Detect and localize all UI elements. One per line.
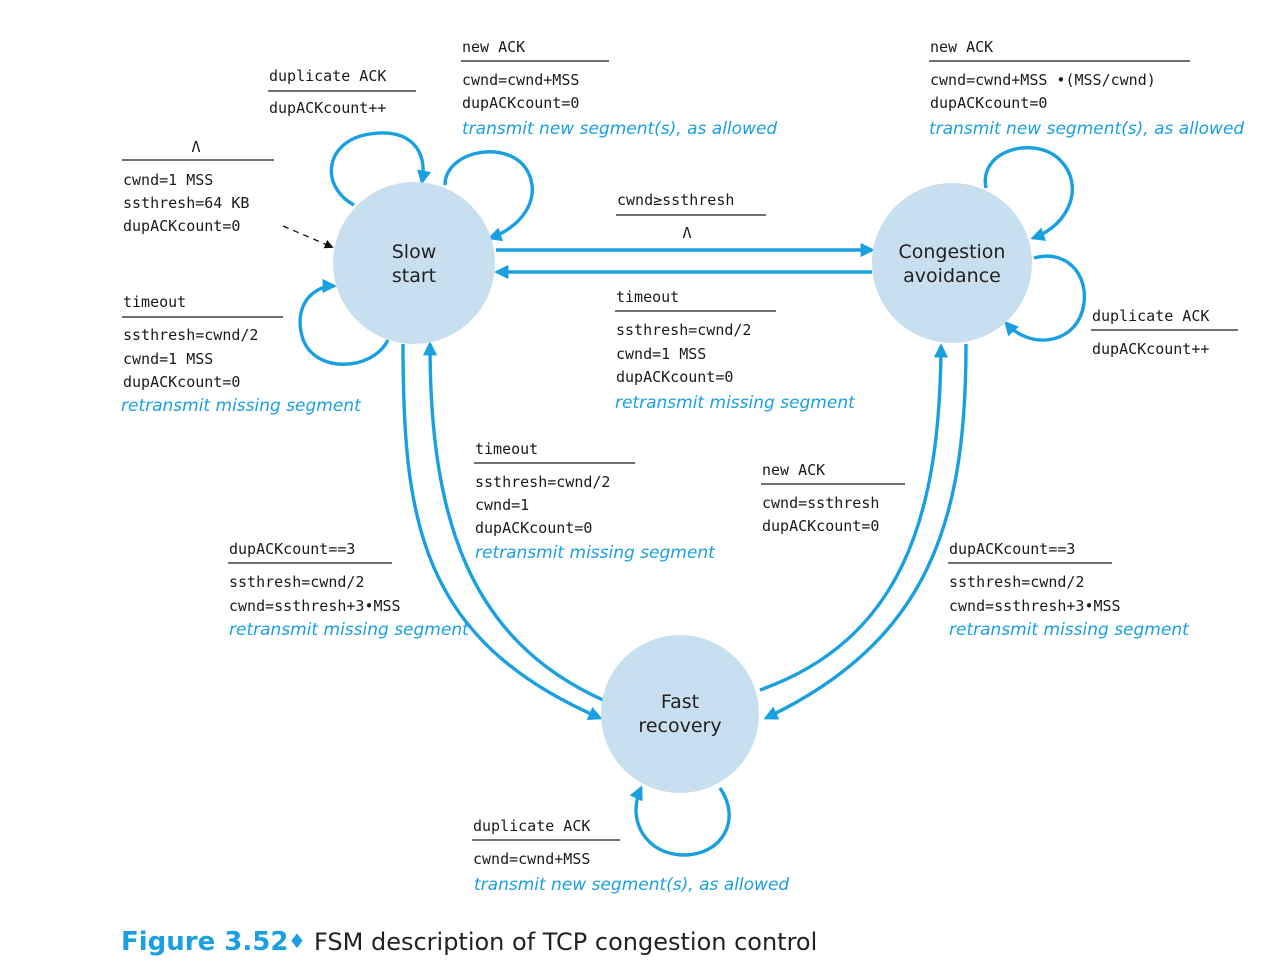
ss-dup-ack-loop-arrow	[329, 131, 432, 207]
label-ca-dup-ack: duplicate ACK dupACKcount++	[1091, 307, 1238, 358]
state-label: start	[392, 265, 436, 287]
action-text: cwnd=ssthresh	[762, 494, 879, 512]
action-text: dupACKcount=0	[475, 519, 592, 537]
state-label: recovery	[638, 715, 721, 737]
ss-new-ack-loop-arrow	[443, 150, 534, 242]
caption-text: FSM description of TCP congestion contro…	[314, 928, 817, 956]
state-label: Slow	[392, 241, 437, 263]
action-text: ssthresh=cwnd/2	[229, 573, 364, 591]
action-text: ssthresh=cwnd/2	[475, 473, 610, 491]
action-text: dupACKcount++	[269, 99, 386, 117]
state-label: Fast	[661, 691, 699, 713]
output-text: transmit new segment(s), as allowed	[929, 119, 1244, 139]
action-text: dupACKcount++	[1092, 340, 1209, 358]
action-text: dupACKcount=0	[123, 217, 240, 235]
action-text: cwnd=1 MSS	[123, 350, 213, 368]
action-text: cwnd=1 MSS	[616, 345, 706, 363]
ss-timeout-loop-arrow	[298, 278, 390, 366]
output-text: retransmit missing segment	[229, 620, 470, 640]
state-label: avoidance	[903, 265, 1001, 287]
action-text: dupACKcount=0	[462, 94, 579, 112]
event-text: dupACKcount==3	[949, 540, 1075, 558]
output-text: transmit new segment(s), as allowed	[474, 875, 789, 895]
event-text: new ACK	[762, 461, 825, 479]
label-fr-dup-ack: duplicate ACK cwnd=cwnd+MSS transmit new…	[472, 817, 789, 895]
event-text: duplicate ACK	[473, 817, 590, 835]
state-fast-recovery: Fast recovery	[601, 635, 759, 793]
label-ss-to-fr: dupACKcount==3 ssthresh=cwnd/2 cwnd=ssth…	[228, 540, 470, 640]
action-text: dupACKcount=0	[123, 373, 240, 391]
event-text: timeout	[475, 440, 538, 458]
state-congestion-avoidance: Congestion avoidance	[872, 183, 1032, 343]
event-text: Λ	[191, 138, 200, 156]
event-text: new ACK	[930, 38, 993, 56]
action-text: cwnd=ssthresh+3•MSS	[229, 597, 401, 615]
label-fr-to-ca-new-ack: new ACK cwnd=ssthresh dupACKcount=0	[761, 461, 905, 535]
label-init: Λ cwnd=1 MSS ssthresh=64 KB dupACKcount=…	[122, 138, 274, 235]
action-text: dupACKcount=0	[616, 368, 733, 386]
output-text: retransmit missing segment	[949, 620, 1190, 640]
event-text: duplicate ACK	[269, 67, 386, 85]
ca-new-ack-loop-arrow	[983, 146, 1074, 241]
label-ca-new-ack: new ACK cwnd=cwnd+MSS •(MSS/cwnd) dupACK…	[929, 38, 1244, 139]
figure-number: Figure 3.52	[121, 927, 288, 957]
ss-to-fr-arrow	[401, 343, 603, 721]
event-text: duplicate ACK	[1092, 307, 1209, 325]
event-text: timeout	[616, 288, 679, 306]
state-label: Congestion	[899, 241, 1006, 263]
action-text: cwnd=1 MSS	[123, 171, 213, 189]
action-text: cwnd=ssthresh+3•MSS	[949, 597, 1121, 615]
output-text: retransmit missing segment	[475, 543, 716, 563]
label-ss-timeout: timeout ssthresh=cwnd/2 cwnd=1 MSS dupAC…	[121, 293, 362, 416]
ca-dup-ack-loop-arrow	[1004, 254, 1087, 342]
event-text: new ACK	[462, 38, 525, 56]
state-slow-start: Slow start	[333, 182, 495, 344]
event-text: timeout	[123, 293, 186, 311]
action-text: ssthresh=cwnd/2	[616, 321, 751, 339]
action-text: cwnd=cwnd+MSS	[473, 850, 590, 868]
action-text: ssthresh=64 KB	[123, 194, 249, 212]
action-text: dupACKcount=0	[930, 94, 1047, 112]
event-text: dupACKcount==3	[229, 540, 355, 558]
initial-transition-arrow	[282, 225, 334, 249]
action-text: dupACKcount=0	[762, 517, 879, 535]
label-ca-to-fr: dupACKcount==3 ssthresh=cwnd/2 cwnd=ssth…	[948, 540, 1190, 640]
output-text: retransmit missing segment	[121, 396, 362, 416]
output-text: retransmit missing segment	[615, 393, 856, 413]
fr-to-ca-arrow	[759, 343, 949, 692]
label-ss-dup-ack: duplicate ACK dupACKcount++	[268, 67, 416, 117]
fr-to-ss-arrow	[422, 341, 604, 702]
action-text: ssthresh=cwnd/2	[123, 326, 258, 344]
action-text: cwnd=cwnd+MSS	[462, 71, 579, 89]
output-text: transmit new segment(s), as allowed	[462, 119, 777, 139]
figure-caption: Figure 3.52 ♦ FSM description of TCP con…	[121, 927, 817, 957]
action-text: Λ	[682, 224, 691, 242]
action-text: cwnd=cwnd+MSS •(MSS/cwnd)	[930, 71, 1156, 89]
fr-dup-ack-loop-arrow	[629, 785, 731, 857]
label-fr-to-ss-timeout: timeout ssthresh=cwnd/2 cwnd=1 dupACKcou…	[474, 440, 716, 563]
diamond-icon: ♦	[288, 929, 306, 953]
label-ss-to-ca: cwnd≥ssthresh Λ	[616, 191, 766, 242]
label-ca-to-ss-timeout: timeout ssthresh=cwnd/2 cwnd=1 MSS dupAC…	[615, 288, 856, 413]
action-text: cwnd=1	[475, 496, 529, 514]
event-text: cwnd≥ssthresh	[617, 191, 734, 209]
action-text: ssthresh=cwnd/2	[949, 573, 1084, 591]
label-ss-new-ack: new ACK cwnd=cwnd+MSS dupACKcount=0 tran…	[461, 38, 777, 139]
ca-to-fr-arrow	[763, 343, 968, 720]
